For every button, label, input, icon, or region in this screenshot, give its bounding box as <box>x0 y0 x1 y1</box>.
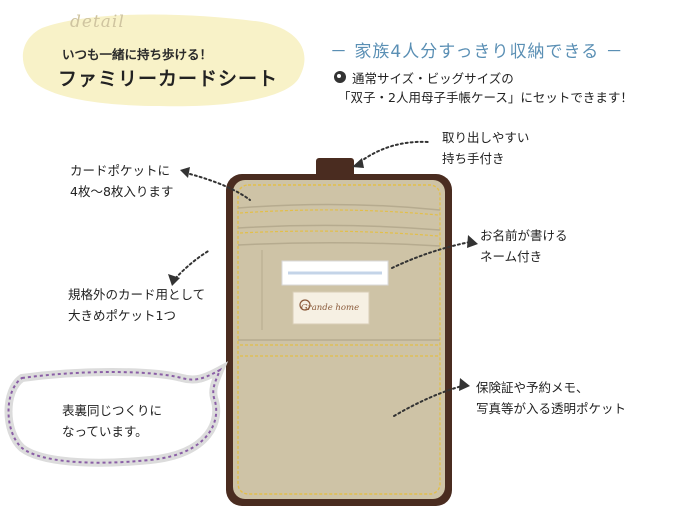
brand-label <box>292 291 370 325</box>
page-title: ファミリーカードシート <box>58 68 279 90</box>
callout-big-pocket: 規格外のカード用として大きめポケット1つ <box>68 287 206 323</box>
callout-name-tag: お名前が書けるネーム付き <box>480 228 568 264</box>
bullet-icon <box>334 71 346 83</box>
detail-script-text: detail <box>70 12 125 32</box>
callout-handle: 取り出しやすい持ち手付き <box>442 130 530 166</box>
brand-label-text: Grande home <box>301 303 359 313</box>
callout-clear-pocket: 保険証や予約メモ、写真等が入る透明ポケット <box>476 380 627 416</box>
compatibility-note-line1: 通常サイズ・ビッグサイズの <box>352 71 514 86</box>
callout-both-sides: 表裏同じつくりになっています。 <box>62 403 163 439</box>
compatibility-note-line2: 「双子・2人用母子手帳ケース」にセットできます！ <box>338 90 633 105</box>
header-tagline: いつも一緒に持ち歩ける！ <box>62 47 213 62</box>
feature-heading: － 家族4人分すっきり収納できる － <box>330 42 624 62</box>
